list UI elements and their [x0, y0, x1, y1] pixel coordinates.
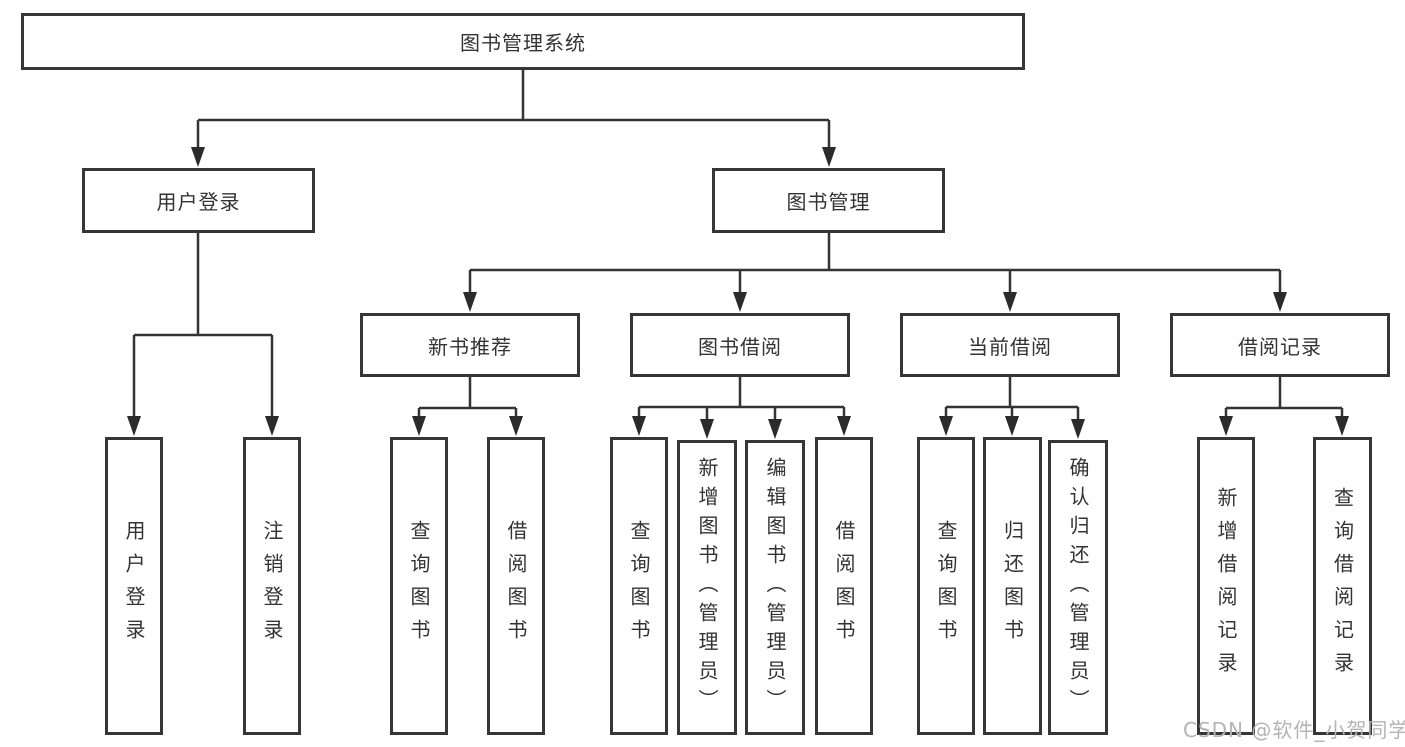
watermark-text: CSDN @软件_小贺同学 — [1183, 718, 1405, 742]
leaf-logout: 注销登录 — [243, 437, 301, 735]
leaf-label: 归还图书 — [1000, 520, 1025, 652]
node-book-management: 图书管理 — [712, 168, 945, 233]
node-label: 图书借阅 — [698, 334, 782, 359]
leaf-add-borrow-record: 新增借阅记录 — [1197, 437, 1255, 735]
leaf-label: 查询图书 — [407, 520, 431, 652]
node-label: 图书管理系统 — [460, 31, 586, 55]
leaf-add-book-admin: 新增图书（管理员） — [677, 440, 737, 735]
leaf-label: 编辑图书（管理员） — [763, 457, 787, 718]
node-borrowing-records: 借阅记录 — [1170, 313, 1390, 377]
leaf-label: 查询图书 — [627, 520, 651, 652]
node-label: 新书推荐 — [428, 334, 512, 359]
leaf-return-books: 归还图书 — [983, 437, 1042, 735]
leaf-label: 用户登录 — [122, 520, 146, 652]
leaf-label: 新增借阅记录 — [1214, 487, 1238, 685]
node-new-book-recommendation: 新书推荐 — [360, 313, 580, 377]
leaf-query-books-borrowing: 查询图书 — [610, 437, 668, 735]
leaf-query-borrow-record: 查询借阅记录 — [1313, 437, 1372, 735]
node-label: 用户登录 — [156, 190, 241, 214]
node-label: 当前借阅 — [968, 334, 1052, 359]
node-current-borrowing: 当前借阅 — [900, 313, 1120, 377]
leaf-borrow-books-recommend: 借阅图书 — [487, 437, 545, 735]
leaf-borrow-books: 借阅图书 — [815, 437, 873, 735]
leaf-label: 查询图书 — [934, 520, 958, 652]
leaf-label: 借阅图书 — [832, 520, 856, 652]
leaf-label: 确认归还（管理员） — [1066, 457, 1090, 718]
leaf-label: 新增图书（管理员） — [695, 457, 719, 718]
node-label: 图书管理 — [786, 190, 871, 214]
leaf-confirm-return-admin: 确认归还（管理员） — [1048, 440, 1108, 735]
leaf-user-login: 用户登录 — [105, 437, 163, 735]
leaf-label: 注销登录 — [260, 520, 284, 652]
node-label: 借阅记录 — [1238, 334, 1322, 359]
leaf-query-books-recommend: 查询图书 — [390, 437, 448, 735]
leaf-edit-book-admin: 编辑图书（管理员） — [745, 440, 805, 735]
node-library-management-system: 图书管理系统 — [21, 13, 1025, 70]
node-user-login: 用户登录 — [82, 168, 315, 233]
leaf-label: 借阅图书 — [504, 520, 528, 652]
leaf-query-books-current: 查询图书 — [917, 437, 975, 735]
node-book-borrowing: 图书借阅 — [630, 313, 850, 377]
leaf-label: 查询借阅记录 — [1330, 487, 1355, 685]
